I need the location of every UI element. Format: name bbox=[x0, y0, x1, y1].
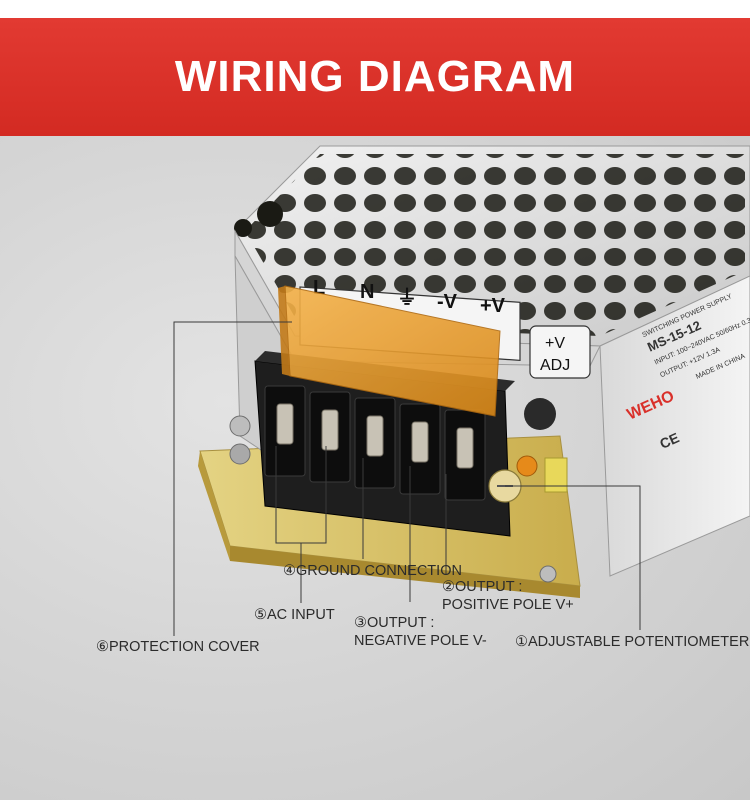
callout-ac-input: ⑤AC INPUT bbox=[254, 607, 335, 623]
screw-2 bbox=[321, 409, 339, 451]
screw-3 bbox=[366, 415, 384, 457]
header-banner: WIRING DIAGRAM bbox=[0, 18, 750, 136]
callout-negative-output: ③OUTPUT : NEGATIVE POLE V- bbox=[354, 614, 487, 650]
screw-4 bbox=[411, 421, 429, 463]
terminal-label-pos: +V bbox=[480, 295, 506, 317]
terminal-label-n: N bbox=[360, 281, 374, 303]
screw-1 bbox=[276, 403, 294, 445]
protection-cover bbox=[284, 285, 501, 417]
screw-5 bbox=[456, 427, 474, 469]
ce-mark: CE bbox=[657, 429, 681, 452]
leader-lines bbox=[173, 321, 641, 636]
adj-label-top: +V bbox=[545, 335, 565, 352]
callout-negative-line2: NEGATIVE POLE V- bbox=[354, 633, 487, 649]
side-panel bbox=[599, 275, 750, 577]
page-title: WIRING DIAGRAM bbox=[174, 52, 576, 101]
callout-protection-cover: ⑥PROTECTION COVER bbox=[96, 639, 260, 655]
leader-protection-cover bbox=[173, 321, 292, 636]
callout-adjustable-potentiometer: ①ADJUSTABLE POTENTIOMETER bbox=[515, 634, 750, 650]
callout-negative-line1: ③OUTPUT : bbox=[354, 615, 435, 631]
terminal-label-ground: ⏚ bbox=[397, 286, 417, 309]
callout-positive-output: ②OUTPUT : POSITIVE POLE V+ bbox=[442, 578, 574, 614]
leader-potentiometer bbox=[505, 485, 641, 630]
power-supply-illustration: L N ⏚ -V +V +V ADJ bbox=[173, 145, 750, 636]
adj-label-bottom: ADJ bbox=[540, 357, 570, 374]
product-photo: L N ⏚ -V +V +V ADJ bbox=[0, 136, 750, 800]
callout-ground-connection: ④GROUND CONNECTION bbox=[283, 563, 462, 579]
terminal-label-neg: -V bbox=[437, 291, 458, 313]
callout-positive-line1: ②OUTPUT : bbox=[442, 579, 523, 595]
pcb-edge bbox=[198, 451, 230, 561]
callout-positive-line2: POSITIVE POLE V+ bbox=[442, 597, 574, 613]
